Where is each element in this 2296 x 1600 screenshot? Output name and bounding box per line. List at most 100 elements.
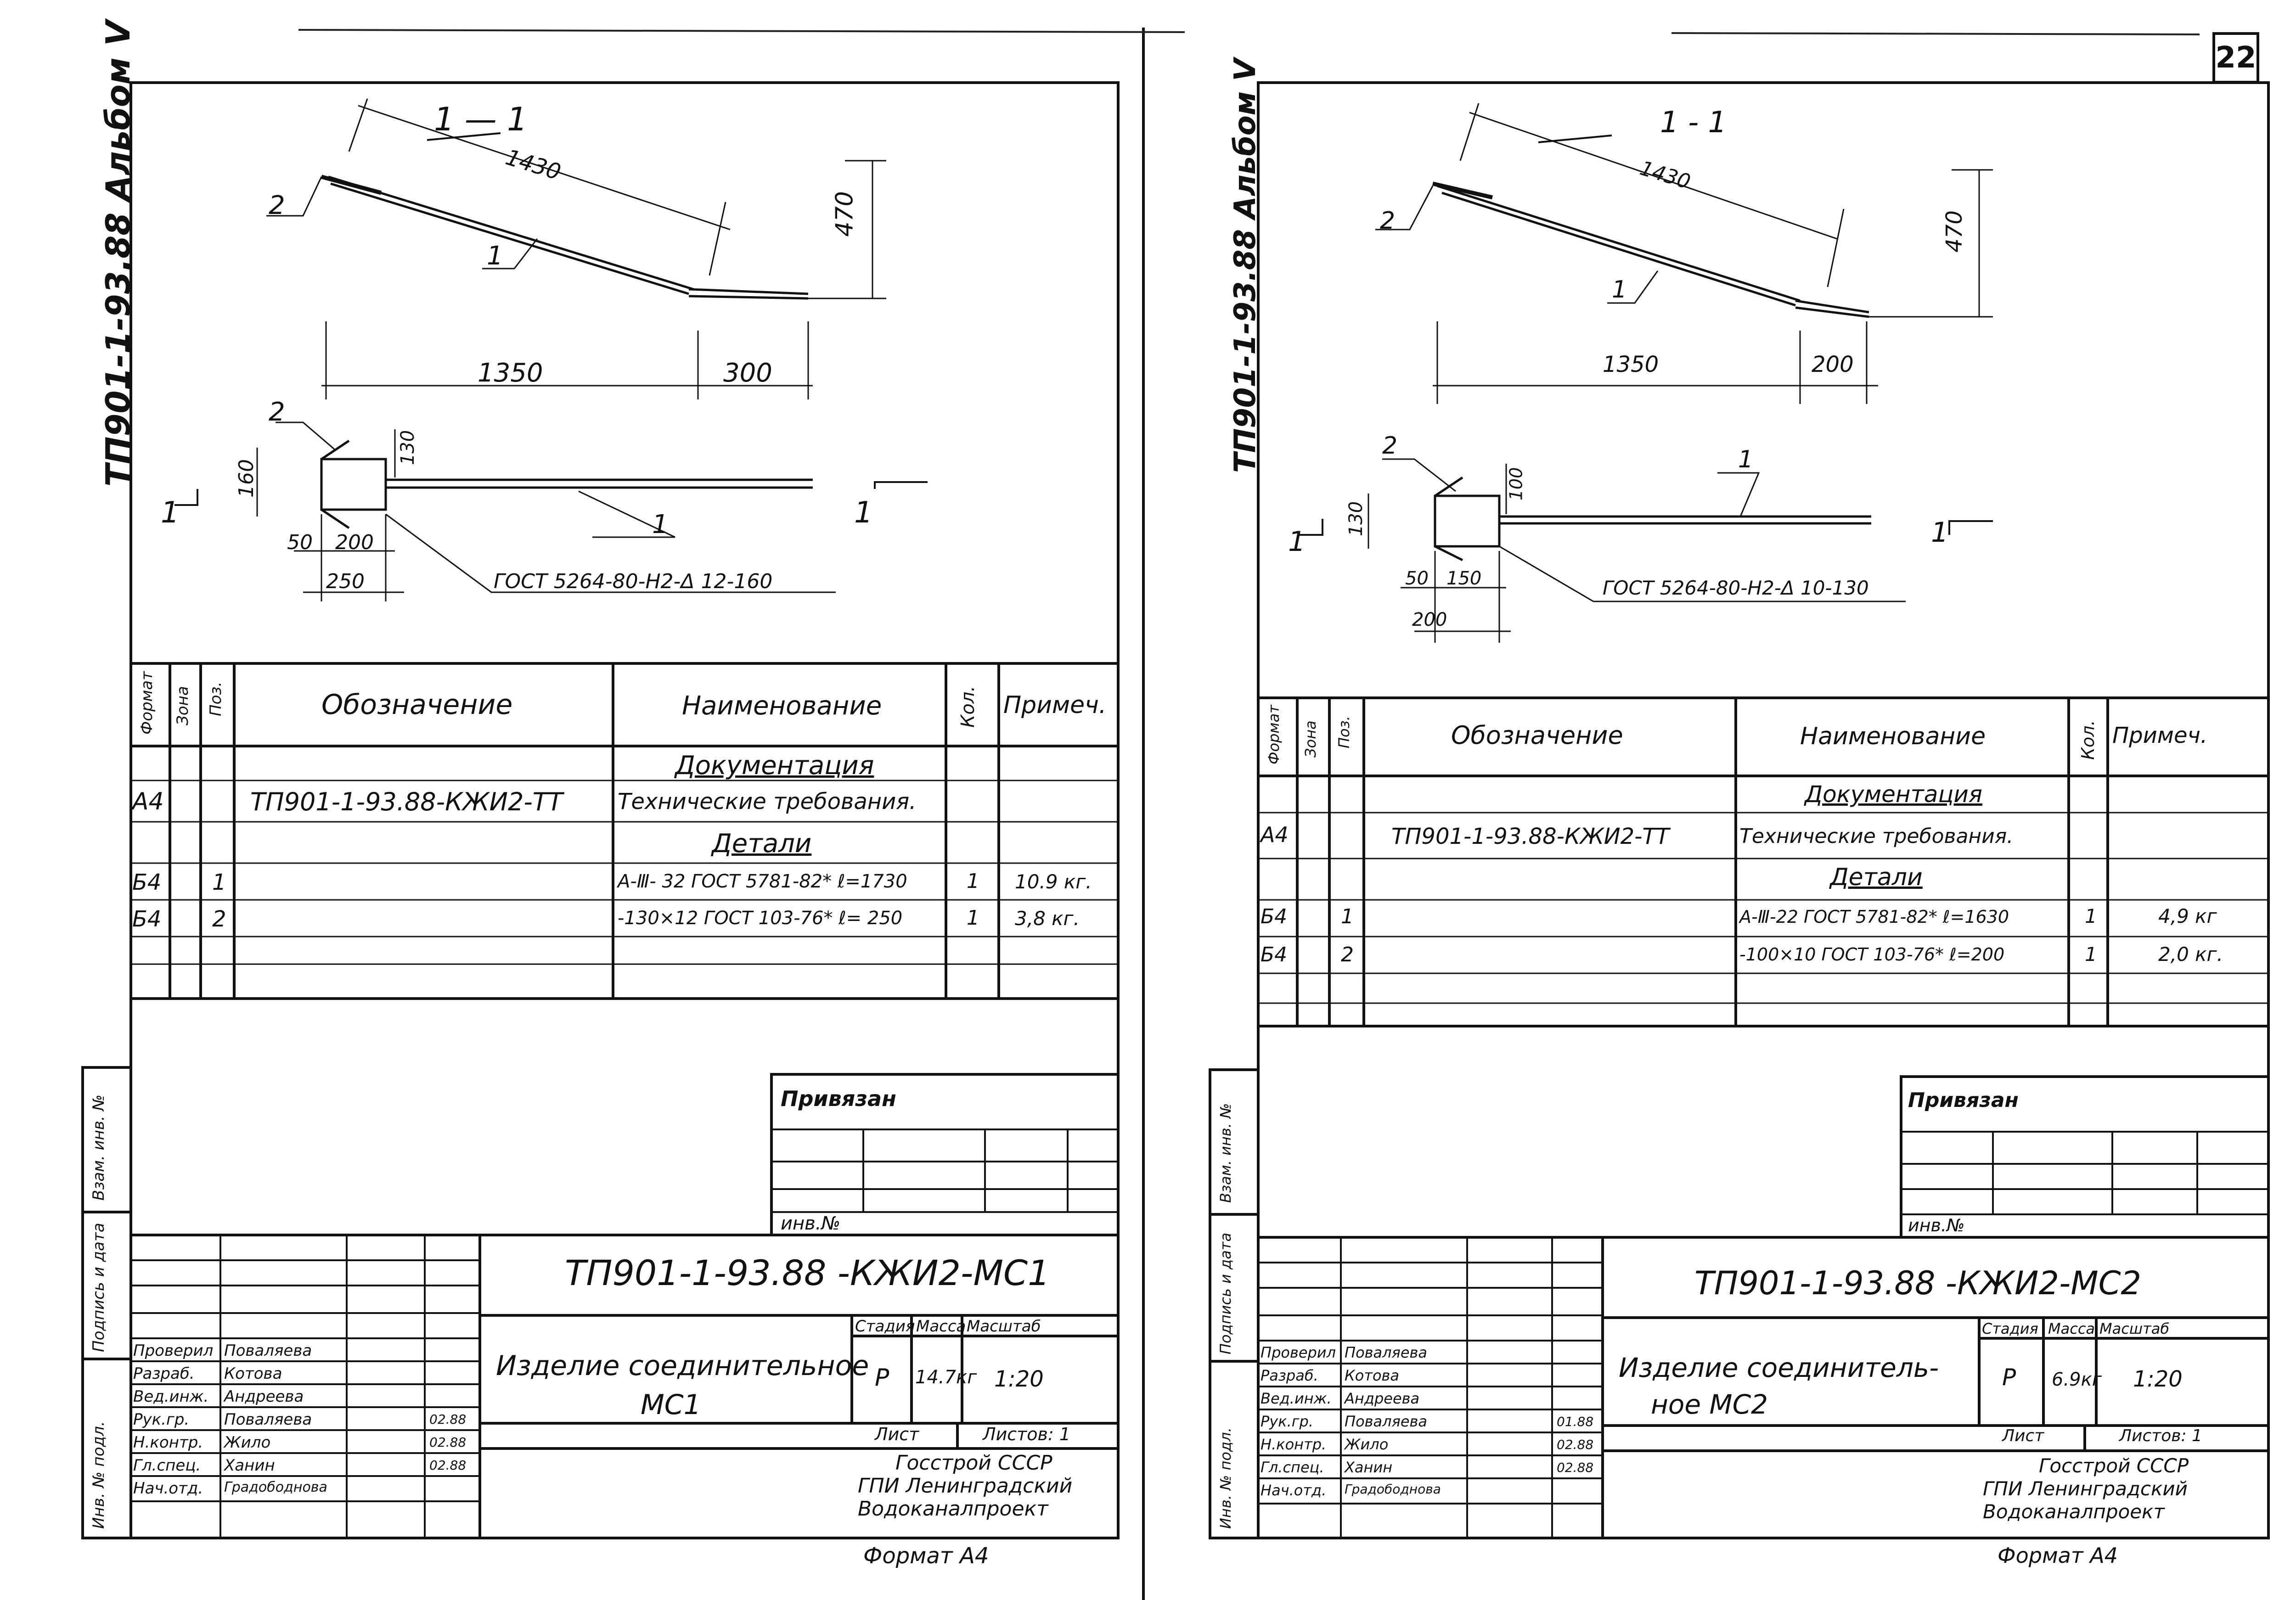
- sheet-1-person-name-1: Поваляева: [224, 1342, 312, 1360]
- sheet-2-person-date-6: 02.88: [1557, 1460, 1594, 1475]
- sheet-2-hdr-designation: Обозначение: [1451, 721, 1623, 750]
- sheet-1-org-3: Водоканалпроект: [858, 1497, 1048, 1521]
- sheet-2-dim-plan-250: 200: [1412, 609, 1447, 630]
- sheet-1-section-docs: Документация: [675, 751, 874, 780]
- sheet-2-section-docs: Документация: [1805, 781, 1982, 808]
- sheet-2-person-role-5: Н.контр.: [1261, 1436, 1327, 1453]
- sheet-1-row1-pos: 1: [212, 870, 226, 895]
- sheet-1-person-role-1: Проверил: [133, 1342, 214, 1360]
- sheet-1-doc-code: ТП901-1-93.88 -КЖИ2-МС1: [565, 1252, 1050, 1293]
- sheet-1-mass-h: Масса: [916, 1317, 966, 1336]
- sheet-1-pos-1-elev: 1: [487, 241, 503, 271]
- sheet-2-org-3: Водоканалпроект: [1983, 1500, 2165, 1523]
- sheet-1-person-date-5: 02.88: [429, 1435, 467, 1450]
- sheet-2-dim-bottom-right: 200: [1812, 352, 1854, 377]
- sheet-1-org-1: Госстрой СССР: [895, 1451, 1052, 1475]
- sheet-1-section-mark-right: 1: [854, 496, 873, 530]
- sheet-1-section-mark-left: 1: [161, 496, 180, 530]
- sheet-2: ТП901-1-93.88 Альбом V 1 - 1 1430 470 13…: [1125, 0, 2296, 1600]
- sheet-1-dim-plan-200: 200: [335, 531, 374, 554]
- sheet-1-row1-note: 10.9 кг.: [1015, 870, 1092, 893]
- sheet-2-person-role-7: Нач.отд.: [1261, 1482, 1327, 1499]
- sheet-2-section-mark-right: 1: [1931, 516, 1949, 549]
- sheet-2-hdr-format: Формат: [1265, 705, 1283, 764]
- sheet-2-stage: Р: [2002, 1364, 2016, 1391]
- sheet-2-plan: [1300, 458, 1993, 643]
- sheet-2-dim-bottom-left: 1350: [1603, 352, 1659, 377]
- sheet-1-person-role-7: Нач.отд.: [133, 1479, 203, 1498]
- sheet-2-dim-plan-50: 50: [1405, 568, 1429, 589]
- sheet-2-person-name-6: Ханин: [1345, 1459, 1393, 1476]
- sheet-2-scale-h: Масштаб: [2099, 1320, 2170, 1337]
- sheet-1-section-parts: Детали: [712, 829, 812, 859]
- sheet-2-stage-h: Стадия: [1982, 1320, 2038, 1337]
- sheet-2-pos-2-elev: 2: [1380, 207, 1396, 235]
- sheet-1-hdr-zone: Зона: [174, 686, 192, 725]
- sheet-1-sheets-h: Листов: 1: [983, 1424, 1071, 1444]
- sheet-1-row2-qty: 1: [967, 906, 979, 930]
- sheet-2-hdr-pos: Поз.: [1335, 716, 1353, 748]
- sheet-2-row2-note: 2,0 кг.: [2158, 943, 2223, 966]
- sheet-1-doc-name: Технические требования.: [618, 789, 917, 814]
- sheet-1-hdr-format: Формат: [138, 671, 156, 735]
- sheet-1-elevation: [266, 98, 886, 399]
- sheet-1-stamp-podpis: Подпись и дата: [90, 1223, 108, 1352]
- sheet-1-privyazan: Привязан: [781, 1086, 896, 1111]
- sheet-2-sheets-h: Листов: 1: [2119, 1426, 2202, 1445]
- sheet-2-person-name-5: Жило: [1345, 1436, 1389, 1453]
- sheet-1-dim-bottom-right: 300: [723, 358, 772, 388]
- sheet-2-hdr-name: Наименование: [1800, 723, 1986, 750]
- sheet-2-scale: 1:20: [2133, 1366, 2183, 1392]
- sheet-1-pos-2-elev: 2: [269, 191, 285, 220]
- sheet-2-person-name-4: Поваляева: [1345, 1413, 1427, 1430]
- sheet-2-dim-plan-200: 150: [1446, 568, 1482, 589]
- sheet-1-row2-note: 3,8 кг.: [1015, 907, 1080, 930]
- sheet-2-hdr-qty: Кол.: [2078, 720, 2098, 760]
- sheet-2-pos-2-plan: 2: [1382, 432, 1398, 460]
- sheet-1-person-role-2: Разраб.: [133, 1364, 195, 1383]
- sheet-2-hdr-note: Примеч.: [2112, 723, 2208, 748]
- sheet-2-row2-qty: 1: [2085, 943, 2097, 966]
- sheet-1-dim-pin-h: 130: [397, 430, 419, 466]
- sheet-2-privyazan: Привязан: [1908, 1089, 2019, 1112]
- sheet-1-pos-1-plan: 1: [652, 510, 669, 539]
- sheet-2-item-name-1: Изделие соединитель-: [1619, 1352, 1939, 1383]
- sheet-2-stamp-inv: Инв. № подл.: [1217, 1427, 1234, 1529]
- sheet-2-row1-pos: 1: [1341, 905, 1354, 928]
- sheet-1-scale-h: Масштаб: [967, 1317, 1041, 1336]
- sheet-2-person-date-5: 02.88: [1557, 1437, 1594, 1452]
- sheet-2-pos-1-elev: 1: [1612, 276, 1627, 303]
- sheet-2-row2-name: -100×10 ГОСТ 103-76* ℓ=200: [1739, 944, 2005, 965]
- sheet-1-album-label: ТП901-1-93.88 Альбом V: [99, 20, 137, 487]
- sheet-2-doc-designation: ТП901-1-93.88-КЖИ2-ТТ: [1391, 824, 1670, 849]
- sheet-2-person-role-3: Вед.инж.: [1261, 1390, 1332, 1407]
- sheet-1-dim-plan-50: 50: [287, 531, 313, 554]
- sheet-1-person-name-7: Градободнова: [224, 1479, 327, 1495]
- sheet-1-mass: 14.7кг: [915, 1367, 977, 1388]
- sheet-1-row2-pos: 2: [212, 906, 226, 932]
- sheet-2-section-mark-left: 1: [1288, 526, 1306, 558]
- sheet-1-hdr-name: Наименование: [682, 691, 882, 721]
- sheet-2-row1-name: А-Ⅲ-22 ГОСТ 5781-82* ℓ=1630: [1739, 907, 2009, 927]
- sheet-1-doc-format: А4: [132, 788, 164, 815]
- sheet-2-inv-no: инв.№: [1908, 1215, 1965, 1235]
- sheet-2-mass-h: Масса: [2048, 1320, 2095, 1337]
- sheet-1-person-name-5: Жило: [224, 1433, 271, 1452]
- sheet-1-row2-format: Б4: [132, 906, 162, 932]
- sheet-2-person-date-4: 01.88: [1557, 1414, 1594, 1429]
- sheet-1-row1-format: Б4: [132, 870, 162, 895]
- sheet-1-section-title: 1 — 1: [434, 101, 528, 138]
- sheet-2-dim-pin-h: 100: [1506, 467, 1526, 501]
- sheet-1-row1-qty: 1: [967, 870, 979, 893]
- sheet-2-org-2: ГПИ Ленинградский: [1983, 1477, 2188, 1500]
- sheet-2-org-1: Госстрой СССР: [2039, 1454, 2189, 1477]
- sheet-1-person-role-6: Гл.спец.: [133, 1456, 201, 1475]
- sheet-2-person-role-6: Гл.спец.: [1261, 1459, 1324, 1476]
- sheet-2-row1-qty: 1: [2085, 905, 2097, 927]
- sheet-1-person-role-3: Вед.инж.: [133, 1387, 209, 1406]
- sheet-1-doc-designation: ТП901-1-93.88-КЖИ2-ТТ: [250, 787, 563, 816]
- sheet-1-person-role-4: Рук.гр.: [133, 1410, 190, 1429]
- sheet-2-row2-pos: 2: [1341, 943, 1354, 966]
- sheet-1-scale: 1:20: [994, 1366, 1044, 1392]
